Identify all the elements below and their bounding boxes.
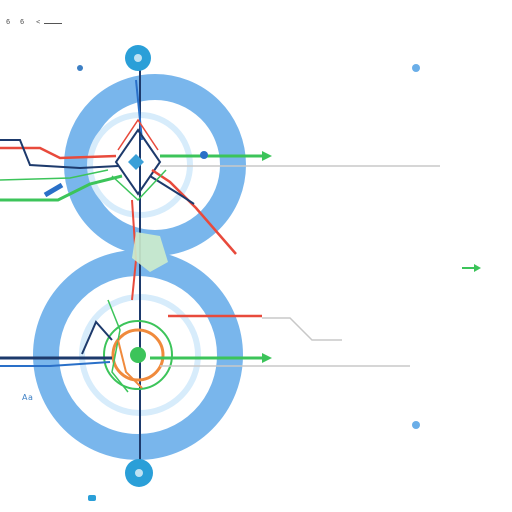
top-node-core [134, 54, 142, 62]
upper-right-arrowhead [262, 151, 272, 161]
upper-ring [64, 74, 246, 256]
upper-left-navy-wire [0, 139, 119, 170]
bottom-right-dot [412, 421, 420, 429]
upper-hub-red-spoke [117, 118, 159, 151]
upper-left-red-wire [0, 146, 117, 160]
top-label-dot [77, 65, 83, 71]
top-right-dot [412, 64, 420, 72]
upper-left-blue-wire [43, 182, 64, 198]
bottom-caption-swatch [88, 495, 96, 501]
upper-right-dot [200, 151, 208, 159]
header-glyph-b: 6 [20, 18, 25, 26]
lower-hub-ring [103, 320, 173, 390]
lower-left-orange-wire [117, 339, 143, 389]
upper-left-green-wire [0, 174, 123, 202]
upper-hub-green-spoke [111, 169, 167, 202]
upper-hub-outer [114, 128, 162, 196]
upper-right-navy-wire [149, 175, 195, 205]
upper-hub-inner [128, 154, 144, 170]
middle-right-arrowhead [474, 264, 481, 272]
left-marker-label: Aa [22, 393, 34, 402]
header-glyph-c: < [36, 18, 41, 26]
lower-left-blue-wire [0, 361, 111, 367]
lower-hub-outer [111, 328, 165, 382]
lower-ring [33, 250, 243, 460]
upper-left-green-wire-2 [0, 169, 109, 181]
waist-green-blob [132, 232, 168, 272]
lower-left-green-wire [107, 299, 129, 393]
bottom-node-core [135, 469, 143, 477]
header-glyph-a: 6 [6, 18, 11, 26]
header-rule [44, 23, 62, 24]
lower-right-gray-bend [262, 317, 342, 341]
spine-line-accent [135, 79, 143, 141]
lower-left-navy-curve [81, 320, 113, 355]
lower-hub-core [130, 347, 146, 363]
lower-right-arrowhead [262, 353, 272, 363]
